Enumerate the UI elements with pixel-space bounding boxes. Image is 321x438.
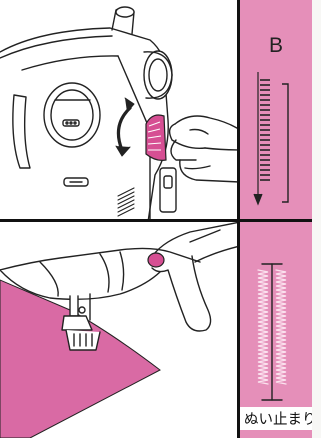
stitch-dial bbox=[146, 115, 166, 160]
instruction-figure: B bbox=[0, 0, 312, 438]
left-stitch-column bbox=[258, 270, 268, 384]
button-press-illustration bbox=[0, 222, 240, 438]
handwheel-drawing bbox=[0, 0, 240, 222]
button-press-drawing bbox=[0, 222, 240, 438]
finished-stitch-pattern: ぬい止まり bbox=[240, 222, 312, 438]
fabric bbox=[0, 280, 160, 438]
stop-stitch-caption: ぬい止まり bbox=[240, 407, 312, 430]
zigzag-stitch-diagram bbox=[240, 222, 312, 438]
stitch-pattern-b: B bbox=[240, 0, 312, 222]
reverse-button bbox=[148, 253, 164, 267]
right-stitch-column bbox=[276, 270, 286, 384]
stitch-marks bbox=[260, 80, 270, 180]
handwheel-illustration bbox=[0, 0, 240, 222]
buttonhole-stitch-diagram bbox=[240, 0, 312, 222]
